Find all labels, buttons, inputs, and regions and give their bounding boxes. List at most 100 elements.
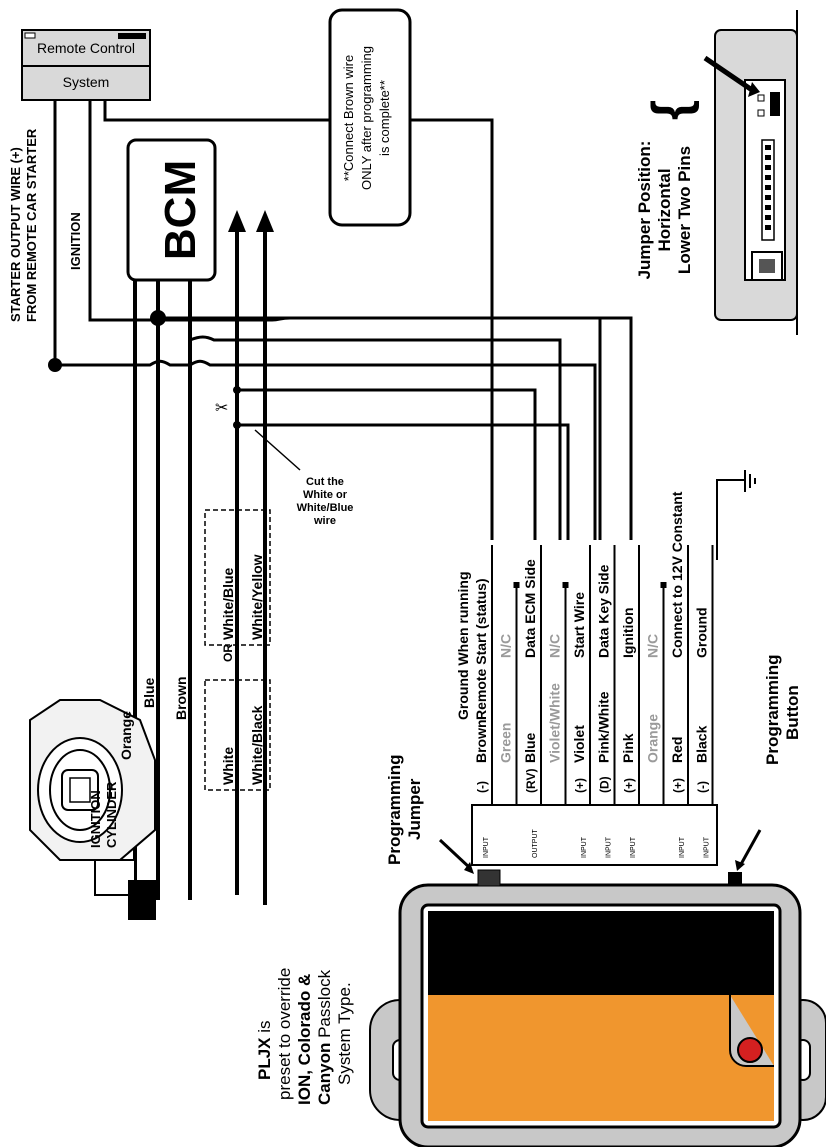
harness-wire-color: Pink/White bbox=[596, 691, 612, 763]
svg-text:{: { bbox=[642, 100, 700, 120]
led-icon bbox=[737, 1037, 763, 1063]
harness-wire-color: Green bbox=[498, 723, 514, 763]
harness-wire-color: Red bbox=[669, 737, 685, 763]
harness-wire-color: Black bbox=[694, 725, 710, 763]
harness-polarity: (-) bbox=[475, 781, 489, 793]
harness-polarity: (RV) bbox=[524, 769, 538, 793]
harness-polarity: (+) bbox=[671, 778, 685, 793]
harness-wire-color: Brown bbox=[473, 719, 489, 763]
scissors-icon: ✂ bbox=[215, 400, 228, 417]
white-wires bbox=[235, 225, 267, 905]
harness-row: OUTPUT (RV) Blue Data ECM Side bbox=[522, 545, 542, 859]
svg-text:ION, Colorado &: ION, Colorado & bbox=[295, 974, 314, 1105]
harness-polarity: (+) bbox=[622, 778, 636, 793]
programming-button-label-1: Programming bbox=[763, 654, 782, 765]
harness-polarity: (D) bbox=[598, 776, 612, 793]
harness-function: Start Wire bbox=[571, 592, 587, 658]
harness-wire-color: Violet bbox=[571, 725, 587, 763]
harness-function: N/C bbox=[498, 634, 514, 658]
harness-io: INPUT bbox=[606, 836, 613, 858]
harness-row: INPUT (+) Pink Ignition bbox=[620, 545, 640, 858]
ignition-cylinder-icon bbox=[29, 699, 156, 920]
cut-note-3: White/Blue bbox=[297, 502, 354, 514]
plj-note: PLJX is preset to override ION, Colorado… bbox=[255, 968, 354, 1105]
harness-wire-color: Pink bbox=[620, 733, 636, 763]
harness-row: Violet/White N/C bbox=[547, 582, 569, 805]
brown-wire-label: Brown bbox=[173, 676, 189, 720]
svg-text:White/Blue: White/Blue bbox=[220, 567, 236, 640]
pljx-module bbox=[369, 869, 826, 1147]
svg-text:Jumper Position:: Jumper Position: bbox=[635, 141, 654, 280]
programming-jumper-pin bbox=[477, 869, 501, 887]
harness-io: OUTPUT bbox=[532, 829, 539, 859]
svg-text:Canyon Passlock: Canyon Passlock bbox=[315, 969, 334, 1105]
jumper-detail: { Jumper Position: Horizontal Lower Two … bbox=[635, 10, 798, 335]
programming-button-icon bbox=[728, 872, 742, 886]
programming-button-label-2: Button bbox=[783, 685, 802, 740]
nc-cap bbox=[660, 582, 667, 588]
option-box-a: White White/Black bbox=[204, 679, 271, 791]
harness-wire-color: Violet/White bbox=[547, 683, 563, 763]
harness-wire-color: Blue bbox=[522, 732, 538, 763]
svg-text:**Connect Brown wire: **Connect Brown wire bbox=[341, 55, 356, 181]
ground-header-2: Remote Start (status) bbox=[473, 578, 489, 720]
svg-text:Lower Two Pins: Lower Two Pins bbox=[675, 146, 694, 274]
blue-splice bbox=[150, 310, 166, 326]
harness-function: N/C bbox=[645, 634, 661, 658]
programming-jumper-label-1: Programming bbox=[385, 754, 404, 865]
starter-note-1: STARTER OUTPUT WIRE (+) bbox=[8, 147, 23, 322]
harness-row: Green N/C bbox=[498, 582, 520, 805]
remote-control-box: Remote Control System bbox=[21, 29, 151, 101]
cut-note-4: wire bbox=[313, 515, 336, 527]
harness-row: INPUT (-) Brown bbox=[473, 545, 493, 858]
harness-row: INPUT (+) Red Connect to 12V Constant bbox=[669, 491, 689, 858]
ignition-cylinder-label-2: CYLINDER bbox=[104, 781, 119, 848]
harness-io: INPUT bbox=[483, 836, 490, 858]
nc-cap bbox=[513, 582, 520, 588]
harness-io: INPUT bbox=[630, 836, 637, 858]
harness-function: N/C bbox=[547, 634, 563, 658]
or-label: OR bbox=[221, 644, 235, 662]
harness-function: Data Key Side bbox=[596, 564, 612, 658]
svg-text:preset to override: preset to override bbox=[275, 968, 294, 1100]
svg-text:White: White bbox=[220, 747, 236, 785]
brown-wire-note: **Connect Brown wire ONLY after programm… bbox=[328, 8, 412, 227]
svg-text:is complete**: is complete** bbox=[377, 80, 392, 156]
ignition-wire-label: IGNITION bbox=[68, 212, 83, 270]
harness-io: INPUT bbox=[679, 836, 686, 858]
bcm-box: BCM bbox=[126, 138, 217, 282]
cut-note-2: White or bbox=[303, 489, 348, 501]
svg-text:ONLY after programming: ONLY after programming bbox=[359, 46, 374, 190]
svg-text:White/Black: White/Black bbox=[249, 705, 265, 785]
harness-polarity: (+) bbox=[573, 778, 587, 793]
starter-note-2: FROM REMOTE CAR STARTER bbox=[24, 128, 39, 322]
svg-text:White/Yellow: White/Yellow bbox=[249, 554, 265, 640]
harness-function: Ignition bbox=[620, 607, 636, 658]
harness-function: Ground bbox=[694, 607, 710, 658]
svg-text:Horizontal: Horizontal bbox=[655, 168, 674, 251]
harness-wire-color: Orange bbox=[645, 714, 661, 763]
ground-icon bbox=[716, 470, 756, 560]
ground-header-1: Ground When running bbox=[455, 571, 471, 720]
system-label: System bbox=[63, 74, 110, 90]
harness-row: Orange N/C bbox=[645, 582, 667, 805]
harness-io: INPUT bbox=[704, 836, 711, 858]
option-box-b: White/Blue White/Yellow bbox=[204, 509, 271, 646]
harness-function: Connect to 12V Constant bbox=[669, 491, 685, 658]
nc-cap bbox=[562, 582, 569, 588]
orange-wire-label: Orange bbox=[118, 711, 134, 760]
svg-text:System Type.: System Type. bbox=[335, 982, 354, 1085]
cut-note-1: Cut the bbox=[306, 476, 344, 488]
programming-jumper-label-2: Jumper bbox=[405, 778, 424, 840]
harness-row: INPUT (-) Black Ground bbox=[694, 545, 714, 858]
harness-function: Data ECM Side bbox=[522, 559, 538, 658]
blue-wire-label: Blue bbox=[141, 677, 157, 708]
ignition-cylinder-label-1: IGNITION bbox=[88, 790, 103, 848]
harness-polarity: (-) bbox=[696, 781, 710, 793]
harness-connector bbox=[471, 804, 718, 866]
harness-rows: INPUT (-) Brown Green N/C OUTPUT (RV) Blue Data … bbox=[473, 491, 714, 859]
svg-text:PLJX is: PLJX is bbox=[255, 1020, 274, 1080]
remote-label: Remote Control bbox=[37, 40, 135, 56]
